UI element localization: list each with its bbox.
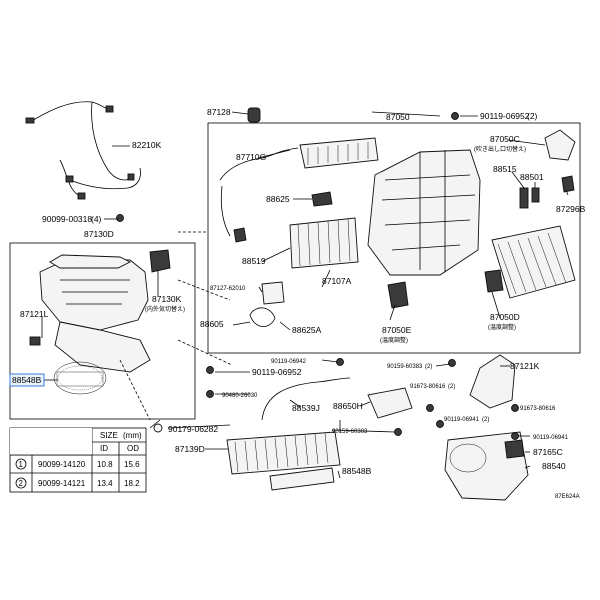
heater-unit-frame (207, 122, 581, 354)
label-87050C-note: (吹き出し口切替え) (474, 145, 526, 153)
table-row-2-id: 13.4 (97, 479, 113, 488)
label-88625A: 88625A (292, 325, 322, 335)
label-87050E-note: (温度調整) (380, 336, 408, 344)
label-90159-60383-qty: (2) (425, 364, 432, 370)
label-87050C: 87050C (490, 134, 520, 144)
table-row-1-no: 1 (19, 460, 24, 469)
label-90119-06941-b: 90119-06941 (533, 435, 569, 441)
table-row-2-part: 90099-14121 (38, 479, 86, 488)
label-90099-00318: 90099-00318 (42, 214, 92, 224)
label-87130K-note: (内外気切替え) (145, 305, 185, 313)
label-87130K: 87130K (152, 294, 182, 304)
blower-assembly-frame (9, 242, 196, 420)
table-row-2-od: 18.2 (124, 479, 140, 488)
label-88501: 88501 (520, 172, 544, 182)
leader-lines (41, 111, 569, 479)
label-88548B-highlighted: 88548B (12, 375, 42, 385)
blower-housing-drawing (29, 249, 171, 395)
label-90119-06952: 90119-06952 (252, 367, 302, 377)
label-87296B: 87296B (556, 204, 586, 214)
heater-unit-drawing (219, 107, 576, 328)
label-88540: 88540 (542, 461, 566, 471)
label-90179-06282: 90179-06282 (168, 424, 218, 434)
label-87128: 87128 (207, 107, 231, 117)
label-90159-60383: 90159-60383 (387, 364, 423, 370)
label-87050E: 87050E (382, 325, 412, 335)
label-87127-62010: 87127-62010 (210, 286, 246, 292)
label-88605: 88605 (200, 319, 224, 329)
label-90099-00318-qty: (4) (91, 214, 102, 224)
label-90119-06952-b-qty: (2) (527, 111, 538, 121)
table-header-unit: (mm) (123, 431, 142, 440)
table-row-1-od: 15.6 (124, 460, 140, 469)
label-87050D-note: (温度調整) (488, 323, 516, 331)
label-87121L: 87121L (20, 309, 49, 319)
table-row-1-part: 90099-14120 (38, 460, 86, 469)
highlight-88548B (9, 373, 45, 387)
label-91673-80616-a-qty: (2) (448, 384, 455, 390)
wire-harness-drawing (25, 101, 141, 200)
label-90119-06952-b: 90119-06952 (480, 111, 530, 121)
label-90119-06941-a-qty: (2) (482, 417, 489, 423)
label-90480-26030: 90480-26030 (222, 393, 258, 399)
label-87130D: 87130D (84, 229, 114, 239)
label-88519: 88519 (242, 256, 266, 266)
label-87165C: 87165C (533, 447, 563, 457)
label-88548B: 88548B (342, 466, 372, 476)
label-87121K: 87121K (510, 361, 540, 371)
table-row-2-no: 2 (19, 479, 24, 488)
label-87107A: 87107A (322, 276, 352, 286)
table-header-size: SIZE (100, 431, 118, 440)
table-col-od: OD (127, 444, 139, 453)
label-87050D: 87050D (490, 312, 520, 322)
label-90159-60303: 90159-60303 (332, 429, 368, 435)
label-87139D: 87139D (175, 444, 205, 454)
label-88625: 88625 (266, 194, 290, 204)
label-88515: 88515 (493, 164, 517, 174)
label-90119-06941-a: 90119-06941 (444, 417, 480, 423)
label-91673-80616-b: 91673-80616 (520, 406, 556, 412)
diagram-code: 87E624A (555, 494, 580, 500)
part-labels: 82210K 87130D 90099-00318 (4) 87130K (内外… (12, 107, 586, 500)
label-82210K: 82210K (132, 140, 162, 150)
label-90119-06942: 90119-06942 (271, 359, 307, 365)
fastener-icons (116, 112, 519, 440)
label-87050: 87050 (386, 112, 410, 122)
label-87710G: 87710G (236, 152, 266, 162)
label-88650H: 88650H (333, 401, 363, 411)
label-91673-80616-a: 91673-80616 (410, 384, 446, 390)
table-row-1-id: 10.8 (97, 460, 113, 469)
label-88539J: 88539J (292, 403, 320, 413)
size-table: SIZE (mm) ID OD 1 90099-14120 10.8 15.6 … (9, 427, 147, 493)
table-col-id: ID (100, 444, 108, 453)
lower-parts-drawing (149, 354, 529, 501)
